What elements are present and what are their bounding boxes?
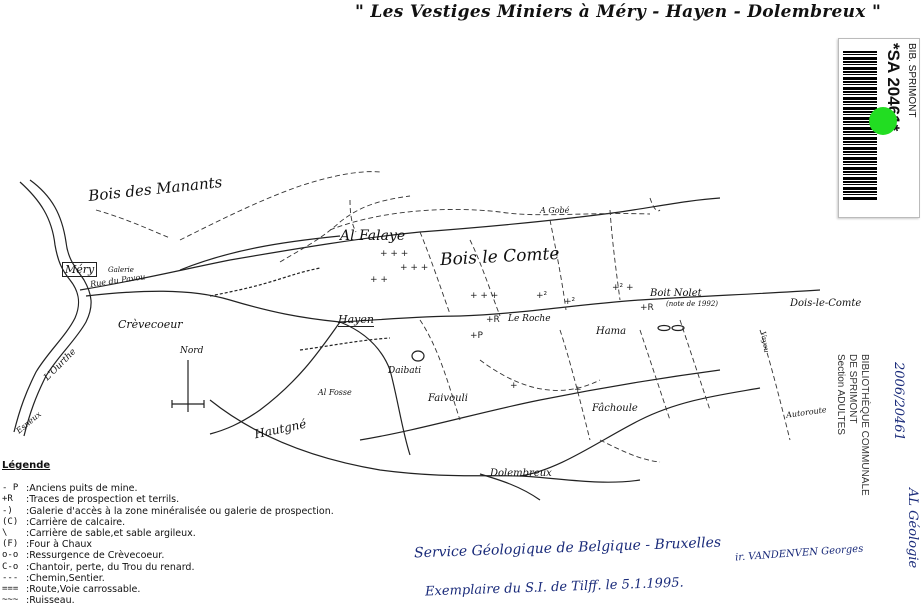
label-dois-le-comte: Dois-le-Comte (790, 298, 862, 309)
stamp-line-1: BIBLIOTHÈQUE COMMUNALE (859, 354, 870, 496)
road-hayen (339, 321, 411, 456)
label-hayen: Hayen (338, 313, 374, 327)
legend-item: -) :Galerie d'accès à la zone minéralisée… (2, 506, 334, 517)
legend-text: :Route,Voie carrossable. (26, 584, 141, 596)
sticker-dot (869, 107, 897, 135)
legend-item: ~~~ :Ruisseau. (2, 595, 334, 606)
legend-text: :Anciens puits de mine. (26, 483, 138, 495)
legend-item: - P :Anciens puits de mine. (2, 483, 334, 494)
svg-text:+R: +R (486, 315, 500, 325)
legend-symbol: +R (2, 494, 13, 505)
road-main-1 (79, 197, 721, 291)
library-stamp: BIBLIOTHÈQUE COMMUNALE DE SPRIMONT Secti… (834, 354, 870, 496)
legend-symbol: -) (2, 505, 13, 516)
label-crevecoeur: Crèvecoeur (118, 318, 183, 331)
map-title: " Les Vestiges Miniers à Méry - Hayen - … (355, 2, 882, 22)
road-east (459, 289, 821, 317)
svg-text:+² +: +² + (612, 283, 634, 293)
label-hama: Hama (596, 326, 627, 337)
road-dolembreux (479, 473, 541, 501)
legend-symbol: - P (2, 483, 19, 494)
label-daibati: Daibati (388, 366, 422, 376)
legend-text: :Carrière de calcaire. (26, 516, 126, 528)
svg-text:+P: +P (470, 331, 484, 341)
svg-text:+ + +: + + + (470, 291, 498, 301)
prospection-marks: + + + + + + + + + + + +² +² +² + +R +P +… (370, 249, 654, 395)
road-south (209, 399, 641, 483)
label-falaise: Al Falaye (340, 228, 406, 244)
legend-item: (C) :Carrière de calcaire. (2, 517, 334, 528)
stamp-line-3: Section ADULTES (835, 354, 846, 435)
label-galerie: Galerie (108, 266, 134, 274)
svg-text:+: + (510, 381, 518, 391)
legend-text: :Traces de prospection et terrils. (26, 494, 180, 506)
label-le-roche: Le Roche (508, 314, 551, 324)
river-ourthe (13, 181, 80, 433)
label-boit-nolet: Boit Nolet (650, 288, 702, 299)
label-a-gobe: A Gobé (540, 206, 570, 215)
legend-symbol: o-o (2, 550, 19, 561)
legend-title: Légende (2, 460, 51, 471)
barcode-sticker: BIB. SPRIMONT *SA 20461* (838, 38, 920, 218)
legend-symbol: C-o (2, 561, 19, 572)
stream-2 (299, 337, 391, 351)
legend-item: (F) :Four à Chaux (2, 539, 334, 550)
legend-symbol: \ (2, 528, 8, 539)
stamp-line-2: DE SPRIMONT (847, 354, 858, 424)
svg-text:+²: +² (564, 297, 576, 307)
legend-text: :Carrière de sable,et sable argileux. (26, 528, 196, 540)
road-main-2 (85, 290, 461, 323)
legend-item: C-o :Chantoir, perte, du Trou du renard. (2, 562, 334, 573)
handwritten-category: AL Géologie (905, 488, 920, 569)
label-al-fosse: Al Fosse (318, 388, 352, 397)
legend-symbol: ~~~ (2, 595, 19, 606)
legend-text: :Four à Chaux (26, 539, 93, 551)
svg-text:+R: +R (640, 303, 654, 313)
label-fachoule: Fâchoule (592, 403, 638, 414)
label-faivouli: Faivouli (428, 393, 468, 404)
legend-item: o-o :Ressurgence de Crèvecoeur. (2, 550, 334, 561)
map-legend: Légende - P :Anciens puits de mine. +R :Tr… (2, 460, 334, 606)
legend-item: --- :Chemin,Sentier. (2, 573, 334, 584)
handwritten-reference: 2006/20461 (891, 362, 906, 441)
stream-1 (209, 267, 321, 297)
svg-text:+²: +² (536, 291, 548, 301)
legend-text: :Galerie d'accès à la zone minéralisée o… (26, 505, 334, 517)
label-dolembreux: Dolembreux (490, 468, 552, 479)
legend-symbol: (F) (2, 539, 19, 550)
road-dolembreux-2 (519, 387, 761, 477)
legend-text: :Ressurgence de Crèvecoeur. (26, 550, 165, 562)
label-mery: Méry (62, 262, 98, 277)
svg-text:+ + +: + + + (380, 249, 408, 259)
river-ourthe-bank (23, 179, 92, 437)
road-south-2 (359, 369, 721, 441)
legend-text: :Chemin,Sentier. (26, 572, 105, 584)
legend-symbol: === (2, 584, 19, 595)
legend-item: \ :Carrière de sable,et sable argileux. (2, 528, 334, 539)
legend-symbol: (C) (2, 516, 19, 527)
road-north (179, 235, 341, 271)
north-arrow (171, 360, 205, 412)
sticker-library: BIB. SPRIMONT (906, 43, 917, 118)
svg-text:+: + (574, 385, 582, 395)
label-boit-nolet-note: (note de 1992) (666, 300, 719, 308)
svg-text:+ +: + + (370, 275, 388, 285)
legend-text: :Ruisseau. (26, 595, 75, 607)
label-nord: Nord (180, 346, 204, 356)
legend-symbol: --- (2, 572, 19, 583)
svg-text:+ + +: + + + (400, 263, 428, 273)
road-hayen-2 (209, 321, 341, 435)
legend-item: === :Route,Voie carrossable. (2, 584, 334, 595)
legend-item: +R :Traces de prospection et terrils. (2, 494, 334, 505)
legend-text: :Chantoir, perte, du Trou du renard. (26, 561, 195, 573)
